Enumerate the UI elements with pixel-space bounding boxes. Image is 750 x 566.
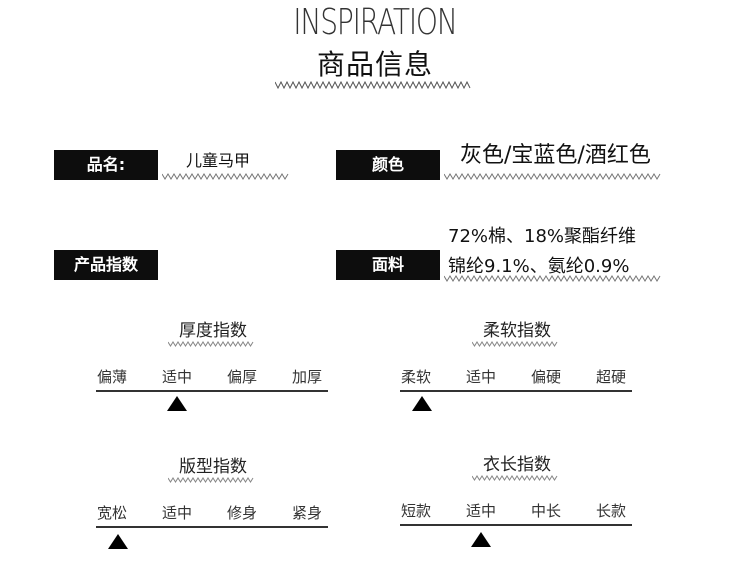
index-option: 超硬 xyxy=(595,368,626,386)
color-value: 灰色/宝蓝色/酒红色 xyxy=(460,143,651,168)
index-title: 厚度指数 xyxy=(179,321,247,341)
index-title-wave-decoration xyxy=(168,341,254,347)
thickness-index: 厚度指数偏薄 适中 偏厚 加厚 xyxy=(82,316,344,416)
fabric-wave-decoration xyxy=(444,275,661,282)
fabric-label: 面料 xyxy=(336,250,440,280)
fit-index: 版型指数宽松 适中 修身 紧身 xyxy=(82,452,344,556)
fabric-line-2: 锦纶9.1%、氨纶0.9% xyxy=(448,256,630,277)
index-option: 宽松 xyxy=(96,504,127,522)
title-wave-decoration xyxy=(275,80,471,90)
index-option: 适中 xyxy=(465,502,496,520)
index-option: 修身 xyxy=(226,504,257,522)
index-option: 柔软 xyxy=(400,368,431,386)
index-title-wave-decoration xyxy=(472,341,558,347)
index-title: 衣长指数 xyxy=(483,455,551,475)
index-baseline xyxy=(400,390,632,392)
index-option: 加厚 xyxy=(291,368,322,386)
title-english: INSPIRATION xyxy=(293,2,458,43)
index-marker-triangle xyxy=(167,396,187,411)
index-option: 短款 xyxy=(400,502,431,520)
index-title-wave-decoration xyxy=(472,475,558,481)
index-option: 适中 xyxy=(465,368,496,386)
name-wave-decoration xyxy=(162,173,289,180)
index-option: 偏厚 xyxy=(226,368,257,386)
name-value: 儿童马甲 xyxy=(186,151,251,170)
index-marker-triangle xyxy=(108,534,128,549)
index-title: 柔软指数 xyxy=(483,321,551,341)
index-option: 偏薄 xyxy=(96,368,127,386)
index-baseline xyxy=(96,526,328,528)
index-marker-triangle xyxy=(471,532,491,547)
title-chinese: 商品信息 xyxy=(316,48,433,81)
index-baseline xyxy=(400,524,632,526)
index-option: 长款 xyxy=(595,502,626,520)
color-wave-decoration xyxy=(444,173,661,180)
index-marker-triangle xyxy=(412,396,432,411)
softness-index: 柔软指数柔软 适中 偏硬 超硬 xyxy=(386,316,648,416)
fabric-line-1: 72%棉、18%聚酯纤维 xyxy=(448,226,637,247)
name-label: 品名: xyxy=(54,150,158,180)
index-option: 适中 xyxy=(161,368,192,386)
length-index: 衣长指数短款 适中 中长 长款 xyxy=(386,450,648,556)
index-option: 中长 xyxy=(530,502,561,520)
index-baseline xyxy=(96,390,328,392)
index-label: 产品指数 xyxy=(54,250,158,280)
index-title: 版型指数 xyxy=(179,457,247,477)
index-title-wave-decoration xyxy=(168,477,254,483)
index-option: 适中 xyxy=(161,504,192,522)
color-label: 颜色 xyxy=(336,150,440,180)
index-option: 偏硬 xyxy=(530,368,561,386)
index-option: 紧身 xyxy=(291,504,322,522)
